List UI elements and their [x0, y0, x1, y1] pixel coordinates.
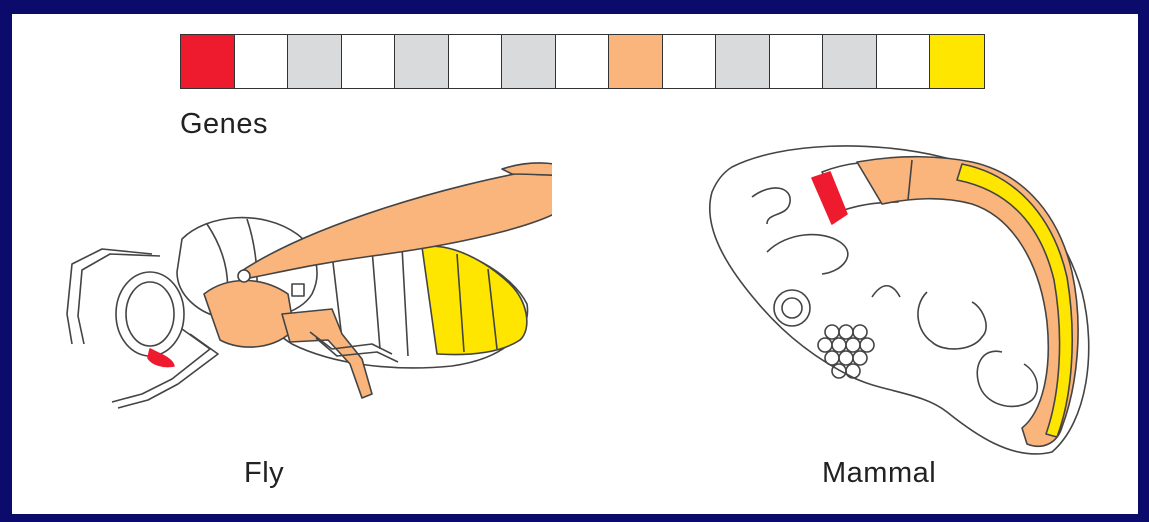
mammal-embryo-illustration	[672, 132, 1112, 462]
gene-box-7	[502, 35, 556, 88]
genes-label: Genes	[180, 108, 268, 141]
gene-box-12	[770, 35, 824, 88]
gene-box-9	[609, 35, 663, 88]
fly-label: Fly	[244, 457, 284, 490]
gene-box-11	[716, 35, 770, 88]
gene-box-14	[877, 35, 931, 88]
gene-box-2	[235, 35, 289, 88]
gene-box-1	[181, 35, 235, 88]
figure-canvas: Genes	[12, 14, 1138, 514]
gene-box-4	[342, 35, 396, 88]
gene-box-15	[930, 35, 984, 88]
fly-illustration	[32, 144, 552, 414]
gene-cluster-bar	[180, 34, 985, 89]
gene-box-3	[288, 35, 342, 88]
fly-thorax-segment	[204, 281, 294, 348]
gene-box-6	[449, 35, 503, 88]
fly-posterior-segments	[422, 246, 527, 354]
gene-box-8	[556, 35, 610, 88]
gene-box-5	[395, 35, 449, 88]
gene-box-13	[823, 35, 877, 88]
mammal-label: Mammal	[822, 457, 936, 490]
fly-wing-tip	[502, 163, 552, 175]
gene-box-10	[663, 35, 717, 88]
